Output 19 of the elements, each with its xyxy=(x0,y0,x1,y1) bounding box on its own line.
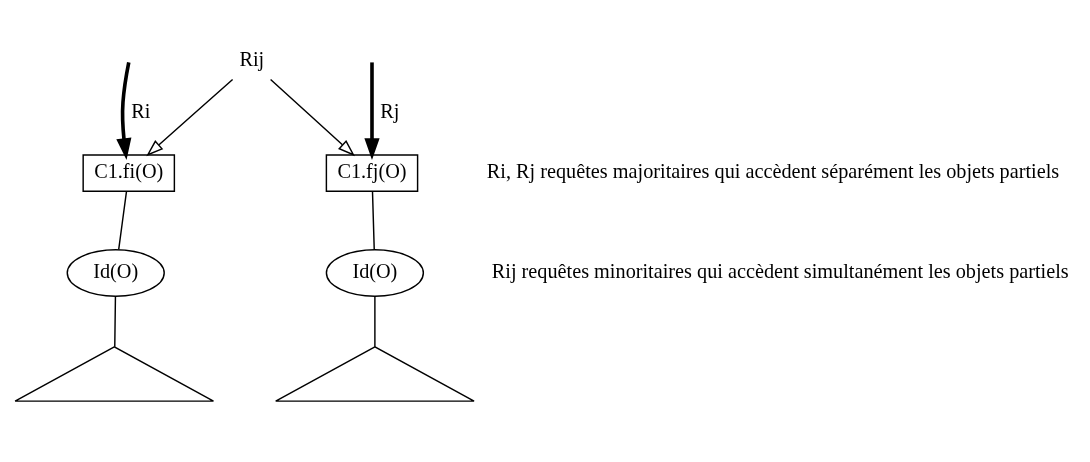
label: Rij requêtes minoritaires qui accèdent simultanément les objets partiels xyxy=(491,260,1069,283)
node-triangle xyxy=(14,346,215,402)
node-text: Rij xyxy=(239,48,265,71)
connector xyxy=(118,190,128,251)
node-triangle xyxy=(275,346,475,402)
arrow xyxy=(146,78,234,157)
node-ellipse: Id(O) xyxy=(66,249,165,297)
node-ellipse: Id(O) xyxy=(325,249,425,297)
connector xyxy=(374,295,376,348)
arrow xyxy=(364,62,380,161)
label: Ri, Rj requêtes majoritaires qui accèdent séparément les objets partiels xyxy=(486,160,1060,183)
connector xyxy=(371,190,375,251)
edge-label: Ri xyxy=(131,100,151,123)
connector xyxy=(114,295,117,348)
arrow xyxy=(269,78,355,157)
node-box: C1.fj(O) xyxy=(325,154,419,192)
edge-label: Rj xyxy=(380,100,400,123)
arrow xyxy=(116,62,132,160)
node-box: C1.fi(O) xyxy=(82,154,176,192)
